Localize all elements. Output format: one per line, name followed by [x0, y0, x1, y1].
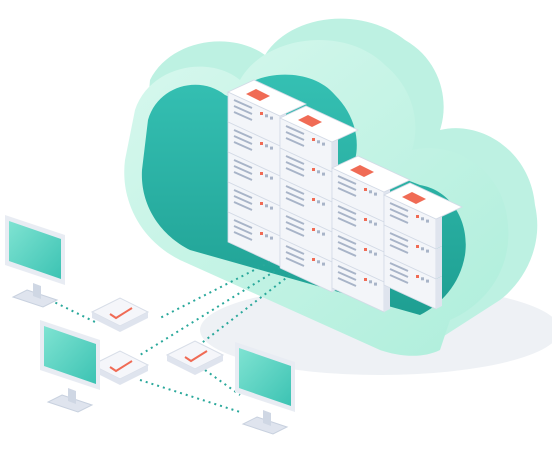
- computer-icon-bottom-left: [40, 320, 100, 413]
- network-line-1: [159, 261, 271, 319]
- envelope-icon-right: [165, 340, 225, 375]
- server-top: [383, 182, 463, 220]
- network-line-4: [49, 299, 96, 323]
- server-unit: [331, 257, 390, 313]
- computer-icon-bottom-right: [235, 342, 295, 435]
- network-line-7: [204, 369, 241, 396]
- envelope-icon-middle: [90, 350, 150, 385]
- computer-icon-left: [5, 215, 65, 308]
- envelope-icon-top: [90, 297, 150, 332]
- server-top: [227, 79, 307, 117]
- server-rack: [227, 79, 463, 313]
- server-unit: [383, 254, 442, 310]
- server-unit: [383, 194, 442, 250]
- server-unit: [227, 91, 286, 147]
- server-top: [331, 155, 411, 193]
- server-top: [279, 105, 359, 143]
